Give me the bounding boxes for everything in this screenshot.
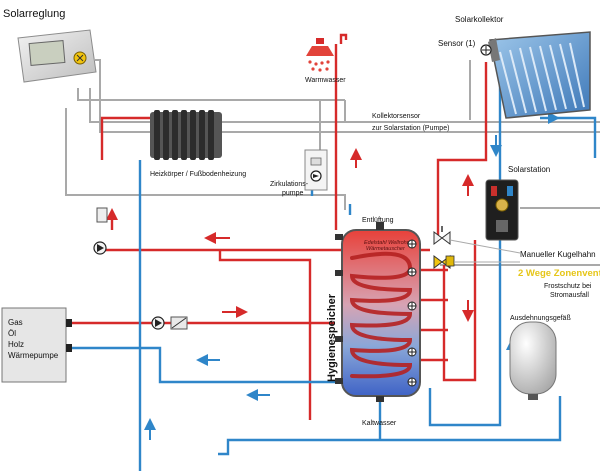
- circulation-pump: [304, 149, 328, 191]
- frost-label-2: Stromausfall: [550, 292, 589, 299]
- solar-controller: [17, 29, 97, 83]
- radiator: [150, 110, 222, 160]
- expansion-vessel: [509, 321, 557, 400]
- boiler-label-heatpump: Wärmepumpe: [8, 351, 59, 360]
- boiler-label-oil: Öl: [8, 329, 16, 338]
- cold-water-label: Kaltwasser: [362, 420, 397, 427]
- solar-collector: [488, 31, 591, 119]
- to-solar-station-label: zur Solarstation (Pumpe): [372, 125, 449, 132]
- warm-water-tap: [306, 38, 334, 72]
- frost-label-1: Frostschutz bei: [544, 283, 592, 290]
- vent-label: Entlüftung: [362, 217, 394, 224]
- collector-label: Solarkollektor: [455, 15, 504, 24]
- zone-valve-label: 2 Wege Zonenventil: [518, 268, 600, 279]
- control-lines: [65, 59, 600, 266]
- ball-valve-label: Manueller Kugelhahn: [520, 250, 596, 259]
- boiler-label-gas: Gas: [8, 318, 23, 327]
- expansion-label: Ausdehnungsgefäß: [510, 315, 571, 322]
- radiator-label: Heizkörper / Fußbodenheizung: [150, 171, 246, 178]
- boiler-label-wood: Holz: [8, 340, 24, 349]
- radiator-valve: [96, 207, 108, 223]
- boiler-pump: [151, 316, 188, 330]
- tank-brand-label-2: Wärmetauscher: [366, 246, 406, 252]
- circulation-pump-label-1: Zirkulations-: [270, 181, 309, 188]
- circulation-pump-label-2: pumpe: [282, 190, 304, 197]
- boiler: [1, 307, 72, 383]
- collector-sensor-marker: [480, 44, 492, 56]
- solar-station-label: Solarstation: [508, 165, 550, 174]
- warm-water-label: Warmwasser: [305, 77, 346, 84]
- ball-valve-leader: [449, 239, 521, 254]
- collector-sensor-label: Kollektorsensor: [372, 113, 421, 120]
- zone-valve: [433, 255, 455, 269]
- solar-station: [485, 179, 519, 241]
- solar-controller-label: Solarreglung: [3, 8, 65, 20]
- heating-pump: [93, 241, 107, 255]
- storage-tank: [335, 222, 421, 402]
- hot-pipes: [70, 33, 488, 420]
- cold-pipes: [70, 60, 597, 471]
- tank-brand-label-1: Edelstahl Wellrohr: [364, 240, 410, 246]
- sensor-label: Sensor (1): [438, 39, 476, 48]
- tank-vertical-label: Hygienespeicher: [326, 293, 338, 382]
- ball-valve: [433, 226, 451, 245]
